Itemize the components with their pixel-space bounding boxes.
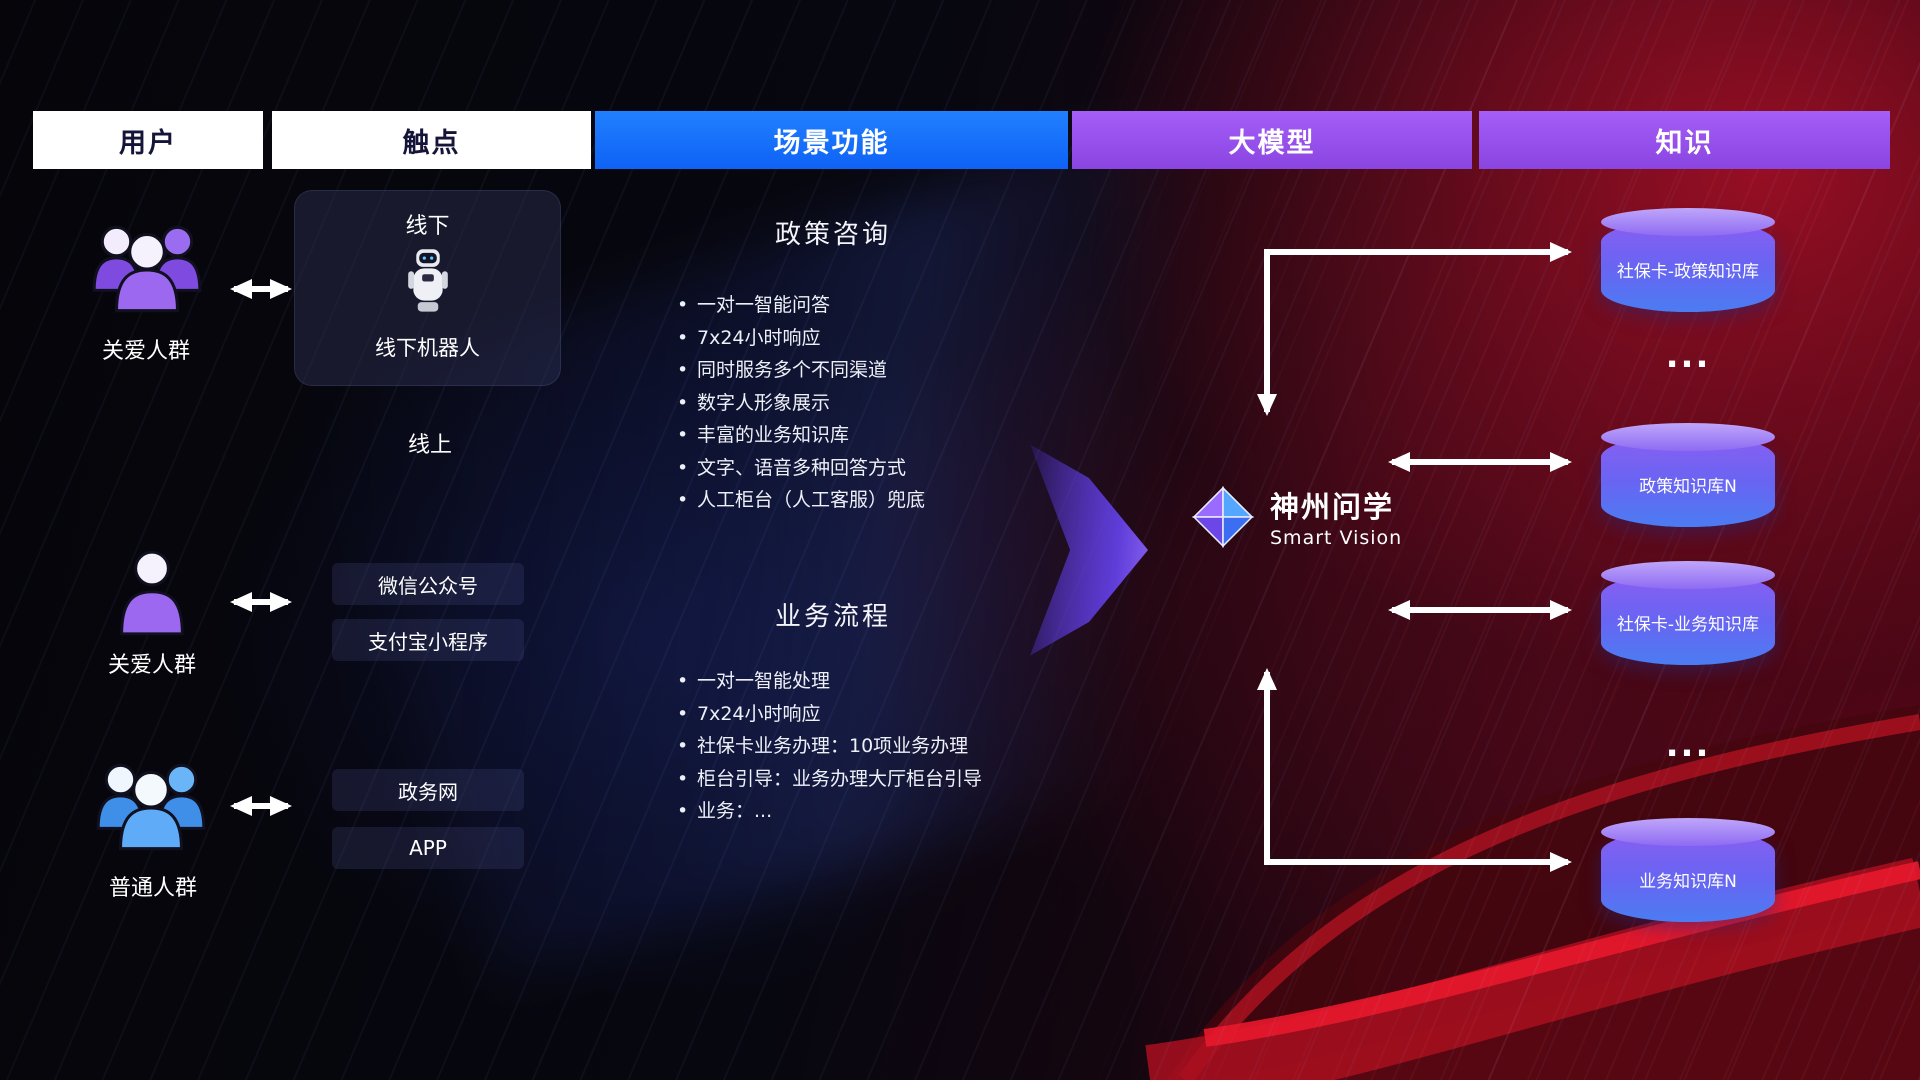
feature-item: 7x24小时响应 bbox=[677, 322, 1137, 355]
knowledge-db-policy-n: 政策知识库N bbox=[1601, 423, 1775, 527]
knowledge-db-policy-social: 社保卡-政策知识库 bbox=[1601, 208, 1775, 312]
brand-name: 神州问学 bbox=[1270, 490, 1395, 524]
cylinder-cap bbox=[1601, 818, 1775, 846]
offline-title: 线下 bbox=[405, 214, 450, 239]
user-group-purple-icon bbox=[86, 212, 208, 328]
feature-item: 同时服务多个不同渠道 bbox=[677, 354, 1137, 387]
user-single-purple-icon bbox=[117, 549, 187, 641]
robot-label: 线下机器人 bbox=[375, 336, 480, 360]
db-label: 社保卡-政策知识库 bbox=[1616, 261, 1760, 282]
knowledge-db-business-n: 业务知识库N bbox=[1601, 818, 1775, 922]
header-column-users: 用户 bbox=[33, 111, 263, 169]
diamond-logo-icon bbox=[1192, 486, 1254, 548]
db-label: 业务知识库N bbox=[1639, 871, 1737, 892]
policy-feature-list: 一对一智能问答 7x24小时响应 同时服务多个不同渠道 数字人形象展示 丰富的业… bbox=[677, 289, 1137, 517]
feature-item: 文字、语音多种回答方式 bbox=[677, 452, 1137, 485]
header-label: 大模型 bbox=[1228, 127, 1316, 159]
process-feature-list: 一对一智能处理 7x24小时响应 社保卡业务办理：10项业务办理 柜台引导：业务… bbox=[677, 665, 1137, 828]
feature-item: 7x24小时响应 bbox=[677, 698, 1137, 731]
scenario-title-process: 业务流程 bbox=[774, 602, 891, 632]
knowledge-ellipsis: ... bbox=[1665, 336, 1711, 376]
feature-item: 一对一智能问答 bbox=[677, 289, 1137, 322]
brand-subtitle: Smart Vision bbox=[1270, 527, 1403, 549]
channel-label: 微信公众号 bbox=[378, 573, 478, 598]
header-column-scenarios: 场景功能 bbox=[595, 111, 1068, 169]
knowledge-db-business-social: 社保卡-业务知识库 bbox=[1601, 561, 1775, 665]
channel-app: APP bbox=[332, 827, 524, 869]
channel-label: APP bbox=[409, 836, 447, 860]
feature-item: 社保卡业务办理：10项业务办理 bbox=[677, 730, 1137, 763]
channel-label: 支付宝小程序 bbox=[368, 629, 488, 654]
header-label: 场景功能 bbox=[773, 127, 890, 159]
feature-item: 业务：... bbox=[677, 795, 1137, 828]
header-label: 用户 bbox=[119, 127, 177, 159]
user-label: 关爱人群 bbox=[101, 339, 190, 364]
cylinder-cap bbox=[1601, 423, 1775, 451]
online-title: 线上 bbox=[407, 433, 452, 458]
header-column-model: 大模型 bbox=[1072, 111, 1472, 169]
header-column-knowledge: 知识 bbox=[1479, 111, 1890, 169]
header-label: 知识 bbox=[1655, 127, 1714, 159]
channel-wechat: 微信公众号 bbox=[332, 563, 524, 605]
user-label: 普通人群 bbox=[108, 876, 197, 901]
header-column-touchpoints: 触点 bbox=[272, 111, 591, 169]
feature-item: 一对一智能处理 bbox=[677, 665, 1137, 698]
header-label: 触点 bbox=[402, 127, 461, 159]
knowledge-ellipsis: ... bbox=[1665, 725, 1711, 765]
brand-logo: 神州问学 Smart Vision bbox=[1192, 486, 1402, 549]
db-label: 政策知识库N bbox=[1639, 476, 1737, 497]
db-label: 社保卡-业务知识库 bbox=[1616, 614, 1760, 635]
user-group-blue-icon bbox=[90, 750, 212, 866]
user-label: 关爱人群 bbox=[107, 653, 196, 678]
channel-gov-web: 政务网 bbox=[332, 769, 524, 811]
feature-item: 柜台引导：业务办理大厅柜台引导 bbox=[677, 763, 1137, 796]
robot-icon bbox=[406, 246, 450, 324]
cylinder-cap bbox=[1601, 561, 1775, 589]
feature-item: 数字人形象展示 bbox=[677, 387, 1137, 420]
scenario-title-policy: 政策咨询 bbox=[774, 220, 891, 250]
feature-item: 丰富的业务知识库 bbox=[677, 419, 1137, 452]
channel-label: 政务网 bbox=[398, 779, 458, 804]
channel-alipay: 支付宝小程序 bbox=[332, 619, 524, 661]
feature-item: 人工柜台（人工客服）兜底 bbox=[677, 484, 1137, 517]
elbow-arrow-top bbox=[1257, 242, 1572, 416]
elbow-arrow-bottom bbox=[1257, 668, 1572, 872]
cylinder-cap bbox=[1601, 208, 1775, 236]
